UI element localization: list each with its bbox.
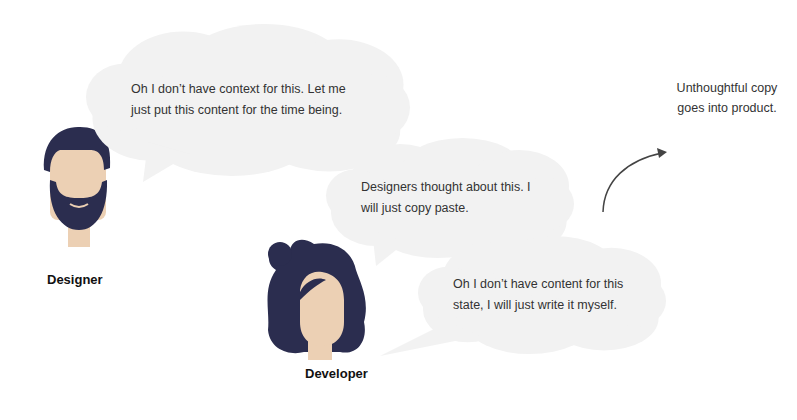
fringe (300, 279, 326, 301)
developer-avatar (268, 240, 366, 360)
hair-bun (268, 242, 292, 266)
role-label: Developer (305, 364, 368, 385)
speech-cloud: Oh I don’t have content for this state, … (418, 236, 666, 354)
cloud-fill (380, 236, 666, 356)
speech-text: Designers thought about this. I will jus… (361, 177, 540, 219)
role-label: Designer (47, 270, 103, 291)
arrow-head (657, 148, 667, 158)
cloud-shape (86, 24, 410, 176)
hair (268, 240, 366, 353)
note-text: Unthoughtful copy goes into product. (668, 78, 786, 118)
curved-arrow (603, 153, 662, 212)
cloud-tail (143, 142, 190, 182)
face (300, 272, 344, 346)
cloud-tail (380, 322, 480, 356)
cloud-tail (372, 230, 406, 266)
speech-text: Oh I don’t have context for this. Let me… (131, 79, 364, 121)
mouth (70, 204, 88, 207)
leader-arrow (603, 148, 667, 212)
beard (50, 180, 107, 230)
designer-avatar (44, 127, 110, 247)
cloud-shape (418, 236, 666, 354)
cloud-bump (86, 64, 164, 131)
speech-cloud: Oh I don’t have context for this. Let me… (86, 24, 410, 176)
speech-text: Oh I don’t have content for this state, … (453, 274, 632, 316)
